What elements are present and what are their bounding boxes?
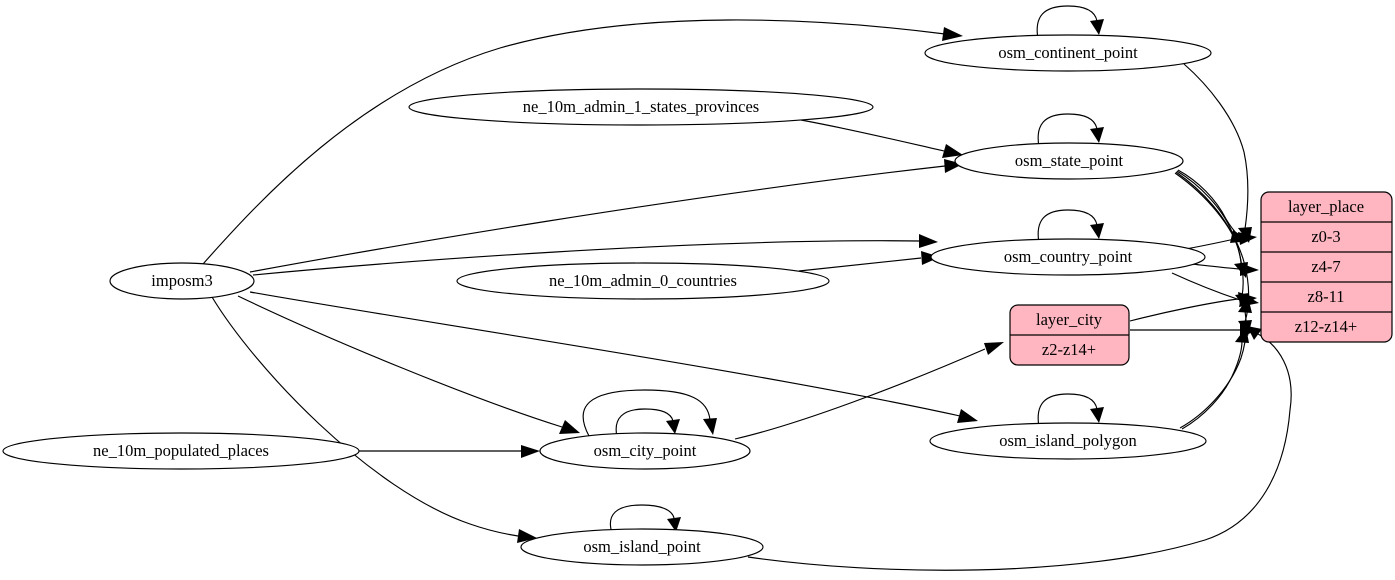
record-row-layer_place-3: z12-z14+ [1295, 317, 1357, 336]
edge-ne_countries-to-osm_country_point [798, 257, 922, 272]
edge-imposm3-to-osm_island_point [211, 296, 519, 537]
node-shape [456, 262, 830, 300]
record-node-layer_city[interactable]: layer_city z2-z14+ [1009, 304, 1130, 366]
record-row-layer_place-0: z0-3 [1311, 227, 1340, 246]
node-ne_10m_admin_1_states_provinces[interactable]: ne_10m_admin_1_states_provinces [408, 88, 874, 126]
arrowhead-icon [1247, 326, 1262, 340]
edge-imposm3-to-osm_island_polygon [249, 291, 961, 417]
node-osm_island_polygon[interactable]: osm_island_polygon [929, 422, 1207, 460]
arrowhead-icon [517, 529, 537, 543]
node-label-ne-countries: ne_10m_admin_0_countries [549, 271, 737, 290]
edge-osm_continent_point-to-layer_place-z0-3 [1183, 63, 1249, 230]
arrowhead-icon [666, 419, 680, 434]
edge-self-inner-osm_city_point [615, 408, 674, 438]
node-label-osm-city-point: osm_city_point [594, 441, 697, 460]
edge-self-osm_continent_point [1036, 5, 1098, 40]
node-shape [408, 88, 874, 126]
arrowhead-icon [942, 144, 963, 158]
record-outline [1260, 191, 1393, 343]
node-ne_10m_populated_places[interactable]: ne_10m_populated_places [2, 432, 360, 470]
arrowhead-icon [703, 418, 717, 435]
edge-osm_state_point-to-layer_place-z8-11 [1175, 171, 1244, 297]
node-osm_country_point[interactable]: osm_country_point [930, 238, 1206, 276]
node-label-ne-states: ne_10m_admin_1_states_provinces [523, 97, 759, 116]
node-shape [539, 432, 751, 470]
arrowhead-icon [957, 409, 978, 423]
record-row-layer_place-1: z4-7 [1311, 257, 1340, 276]
node-label-osm-country-point: osm_country_point [1004, 247, 1133, 266]
node-layer: imposm3 ne_10m_admin_1_states_provinces … [2, 34, 1212, 566]
node-osm_island_point[interactable]: osm_island_point [520, 528, 764, 566]
arrowhead-icon [1238, 232, 1257, 245]
node-label-osm-island-polygon: osm_island_polygon [999, 431, 1137, 450]
arrowhead-icon [1240, 263, 1259, 276]
edge-osm_country_point-to-layer_place-z8-11 [1171, 272, 1241, 301]
edge-osm_country_point-to-layer_place-z4-7 [1191, 263, 1241, 270]
edge-osm_island_point-to-layer_place-z12-z14 [747, 333, 1292, 571]
edge-osm_country_point-to-layer_place-z0-3 [1185, 237, 1240, 250]
record-layer: layer_city z2-z14+ layer_place z0-3 z4-7… [1009, 191, 1393, 366]
node-shape [929, 422, 1207, 460]
arrowhead-icon [1090, 223, 1104, 239]
node-shape [930, 238, 1206, 276]
edge-layer [202, 5, 1292, 571]
node-label-osm-continent-point: osm_continent_point [998, 43, 1138, 62]
arrowhead-icon [1090, 127, 1104, 143]
edge-osm_island_polygon-to-layer_place-z8-11 [1179, 310, 1247, 429]
edge-imposm3-to-osm_country_point [252, 240, 921, 276]
record-row-layer_city-0: z2-z14+ [1042, 340, 1096, 359]
arrowhead-icon [1238, 297, 1252, 313]
record-node-layer_place[interactable]: layer_place z0-3 z4-7 z8-11 z12-z14+ [1260, 191, 1393, 343]
node-imposm3[interactable]: imposm3 [109, 262, 255, 300]
edge-self-osm_island_point [609, 504, 675, 534]
arrowhead-icon [919, 234, 938, 248]
edge-self-outer-osm_city_point [582, 389, 711, 437]
record-row-layer_place-2: z8-11 [1308, 287, 1345, 306]
node-shape [109, 262, 255, 300]
node-label-osm-state-point: osm_state_point [1015, 151, 1124, 170]
edge-imposm3-to-osm_state_point [249, 165, 946, 273]
arrowhead-icon [559, 420, 580, 434]
edge-self-osm_state_point [1037, 113, 1098, 148]
record-title-layer_place: layer_place [1288, 197, 1364, 216]
arrowhead-icon [984, 342, 1004, 355]
record-title-layer_city: layer_city [1036, 310, 1103, 329]
node-shape [2, 432, 360, 470]
arrowhead-icon [942, 27, 963, 41]
node-osm_city_point[interactable]: osm_city_point [539, 432, 751, 470]
node-osm_state_point[interactable]: osm_state_point [954, 142, 1184, 180]
edge-ne_states-to-osm_state_point [800, 119, 945, 152]
node-ne_10m_admin_0_countries[interactable]: ne_10m_admin_0_countries [456, 262, 830, 300]
edge-layer_city-to-layer_place-z8-11 [1129, 298, 1239, 322]
node-label-imposm3: imposm3 [151, 271, 212, 290]
node-shape [954, 142, 1184, 180]
node-shape [520, 528, 764, 566]
edge-self-osm_country_point [1037, 209, 1098, 244]
edge-self-osm_island_polygon [1037, 393, 1098, 428]
node-shape [924, 34, 1212, 72]
node-label-osm-island-point: osm_island_point [583, 537, 701, 556]
edge-imposm3-to-osm_city_point [237, 295, 563, 428]
node-osm_continent_point[interactable]: osm_continent_point [924, 34, 1212, 72]
arrowhead-icon [944, 159, 963, 173]
arrowhead-icon [921, 251, 940, 265]
arrowhead-icon [521, 445, 540, 458]
arrowhead-icon [1090, 19, 1104, 35]
edge-osm_island_polygon-to-layer_place-z12-z14 [1181, 340, 1243, 430]
arrowhead-icon [667, 517, 681, 532]
edge-imposm3-to-osm_continent_point [202, 19, 946, 265]
arrowhead-icon [1090, 407, 1104, 423]
arrowhead-icon [1235, 327, 1249, 343]
edge-osm_city_point-to-layer_city [734, 348, 986, 440]
node-label-ne-places: ne_10m_populated_places [93, 441, 269, 460]
